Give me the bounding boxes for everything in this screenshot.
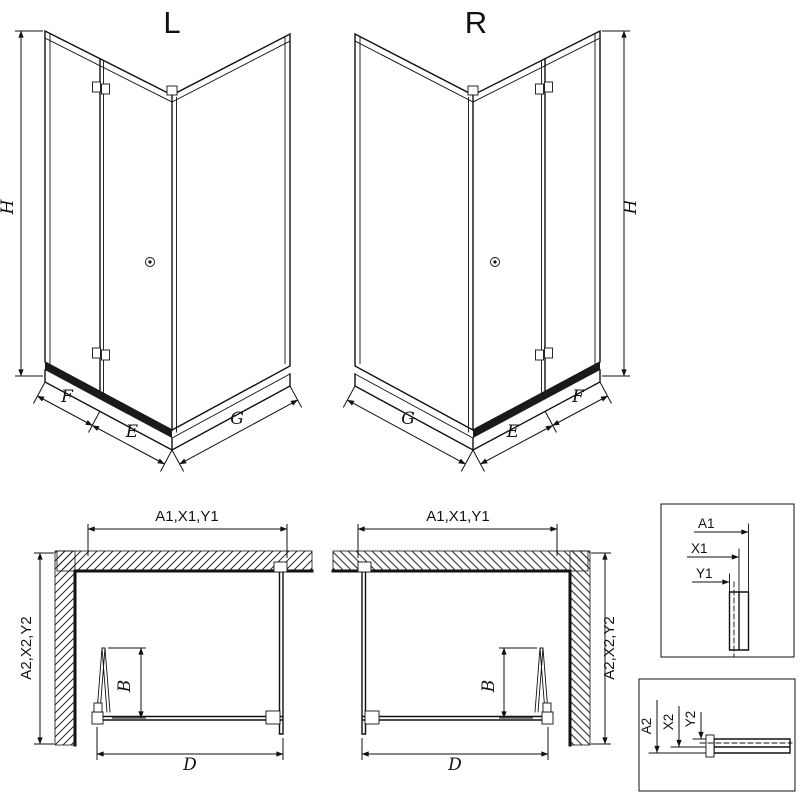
dim-label-h: H — [621, 198, 641, 215]
dim-label-f: F — [60, 387, 74, 407]
dim-label-e: E — [506, 422, 520, 442]
iso-view-left: L H F E G — [0, 5, 302, 472]
dim-label-a2x2y2: A2,X2,Y2 — [601, 616, 618, 679]
dim-label-b: B — [115, 680, 135, 694]
dim-label-d: D — [182, 755, 197, 775]
profile-detail-width: A1 X1 Y1 — [660, 503, 795, 658]
plan-view-left: A1,X1,Y1 A2,X2,Y2 B D — [18, 508, 312, 775]
detail-label-a1: A1 — [698, 516, 715, 531]
rail-end-cap — [705, 734, 715, 758]
dim-label-g: G — [230, 409, 244, 429]
dim-label-a1x1y1: A1,X1,Y1 — [426, 508, 489, 525]
dim-label-h: H — [0, 198, 18, 215]
detail-label-x2: X2 — [661, 714, 676, 731]
detail-frame — [660, 503, 795, 658]
view-title-right: R — [465, 5, 487, 40]
detail-label-x1: X1 — [691, 541, 708, 556]
dim-label-d: D — [447, 755, 462, 775]
detail-label-a2: A2 — [639, 718, 654, 735]
dim-label-f: F — [571, 387, 585, 407]
dim-label-b: B — [479, 680, 499, 694]
iso-view-right: R H F E G — [343, 5, 641, 472]
wall-profile-section — [728, 591, 750, 651]
detail-label-y1: Y1 — [696, 566, 713, 581]
reference-planes — [729, 523, 749, 593]
profile-detail-height: A2 X2 Y2 — [638, 678, 796, 792]
detail-label-y2: Y2 — [683, 711, 698, 728]
detail-frame — [638, 678, 796, 792]
dim-label-e: E — [125, 422, 139, 442]
dim-label-a1x1y1: A1,X1,Y1 — [155, 508, 218, 525]
dim-label-g: G — [401, 409, 415, 429]
dim-label-a2x2y2: A2,X2,Y2 — [18, 616, 35, 679]
plan-view-right: A1,X1,Y1 A2,X2,Y2 B D — [333, 508, 618, 775]
view-title-left: L — [163, 5, 180, 40]
